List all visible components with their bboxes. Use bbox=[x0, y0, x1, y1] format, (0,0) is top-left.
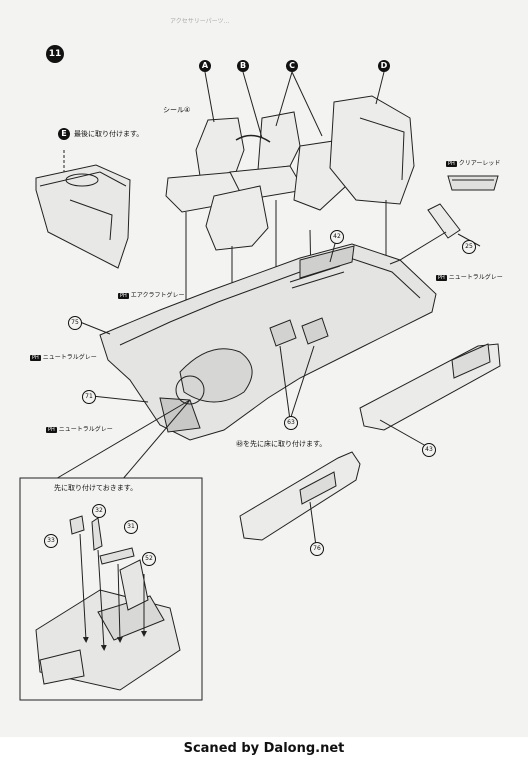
install-first-floor-note: ㊽を先に床に取り付けます。 bbox=[236, 440, 327, 448]
part-number-71: 71 bbox=[82, 390, 96, 404]
scan-credit: Scaned by Dalong.net bbox=[183, 741, 345, 756]
faint-header-text: アクセサリーパーツ… bbox=[170, 18, 230, 25]
seat-letter-c: C bbox=[286, 60, 298, 72]
side-panel-43 bbox=[359, 343, 501, 431]
dashboard-part bbox=[35, 164, 131, 269]
part-number-42: 42 bbox=[330, 230, 344, 244]
part-number-25: 25 bbox=[462, 240, 476, 254]
seat-letter-a: A bbox=[199, 60, 211, 72]
floor-pan bbox=[99, 243, 437, 441]
side-panel-76 bbox=[239, 451, 361, 541]
seat-letter-b: B bbox=[237, 60, 249, 72]
strip-part-25 bbox=[427, 203, 461, 239]
part-number-31: 31 bbox=[124, 520, 138, 534]
assembly-diagram bbox=[19, 71, 501, 701]
part-number-75: 75 bbox=[68, 316, 82, 330]
part-number-33: 33 bbox=[44, 534, 58, 548]
part-number-63: 63 bbox=[284, 416, 298, 430]
clear-red-lens bbox=[447, 175, 499, 191]
step-number-badge: 11 bbox=[46, 45, 64, 63]
instruction-page: アクセサリーパーツ… bbox=[0, 0, 528, 737]
dashboard-letter-e: E bbox=[58, 128, 70, 140]
part-number-32: 32 bbox=[92, 504, 106, 518]
part-number-76: 76 bbox=[310, 542, 324, 556]
footer: Scaned by Dalong.net bbox=[0, 737, 528, 761]
seal-note: シール④ bbox=[163, 106, 191, 114]
part-number-43: 43 bbox=[422, 443, 436, 457]
install-last-note: 最後に取り付けます。 bbox=[74, 130, 144, 138]
rear-bench-seat bbox=[329, 95, 415, 205]
part-number-52: 52 bbox=[142, 552, 156, 566]
attach-first-note: 先に取り付けておきます。 bbox=[54, 484, 138, 492]
seat-letter-d: D bbox=[378, 60, 390, 72]
